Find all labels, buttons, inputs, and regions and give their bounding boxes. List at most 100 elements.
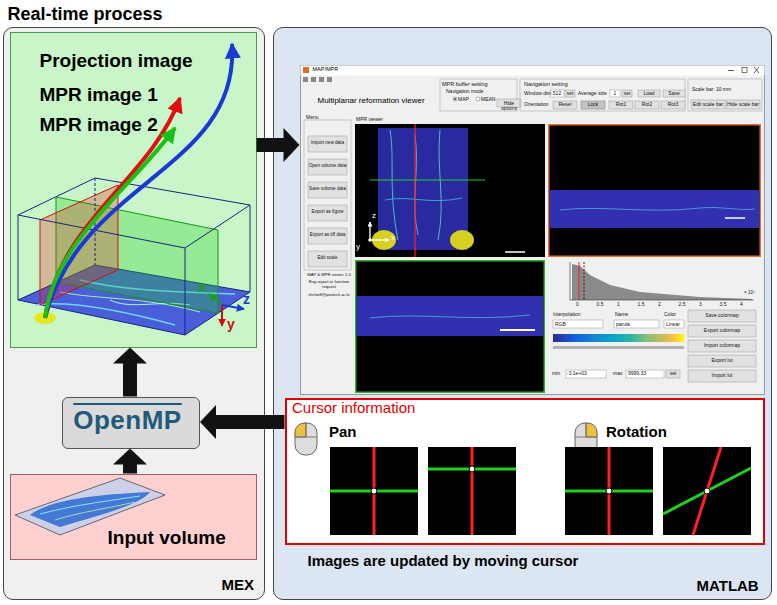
gui-window: MAP/MPRMultiplanar reformation viewer xyxy=(300,65,765,395)
svg-shape xyxy=(566,370,606,378)
svg-shape xyxy=(368,238,372,242)
svg-shape xyxy=(500,329,535,331)
svg-shape xyxy=(370,179,485,180)
node-text: MATLAB xyxy=(697,577,759,594)
svg-shape xyxy=(471,447,474,535)
cursor-box: Cursor informationPanRotation xyxy=(285,398,765,545)
svg-shape xyxy=(95,178,96,265)
svg-shape xyxy=(308,182,347,198)
svg-shape xyxy=(553,346,684,349)
gui-label: set xyxy=(622,91,632,97)
svg-shape xyxy=(45,98,180,318)
gui-label: Export colormap xyxy=(688,328,756,334)
gui-label: Reset xyxy=(553,102,577,108)
gui-label: Save colormap xyxy=(688,313,756,319)
svg-shape xyxy=(688,355,756,367)
gui-label: Color xyxy=(664,312,676,318)
gui-label: max xyxy=(613,371,622,377)
svg-shape xyxy=(304,120,351,270)
svg-shape xyxy=(549,125,761,257)
svg-shape xyxy=(553,101,577,109)
gui-label: Scale bar: 10 mm xyxy=(692,87,731,93)
output-panel: Projection imageMPR image 1MPR image 2 xyxy=(10,32,257,348)
svg-shape xyxy=(614,320,659,328)
svg-shape xyxy=(18,265,250,335)
axis-label: y xyxy=(227,316,235,332)
flow-arrow xyxy=(113,449,147,474)
gui-label: × 10⁴ xyxy=(744,290,755,295)
matlab-panel: Images are updated by moving cursorMATLA… xyxy=(273,27,772,600)
svg-shape xyxy=(609,101,633,109)
svg-shape xyxy=(390,130,398,240)
svg-shape xyxy=(295,423,306,437)
svg-shape xyxy=(319,77,324,82)
svg-shape xyxy=(185,248,186,335)
svg-shape xyxy=(308,159,347,175)
flow-arrow xyxy=(257,128,300,162)
gui-label: 512 xyxy=(550,91,564,97)
svg-shape xyxy=(688,310,756,322)
svg-shape xyxy=(438,130,441,240)
svg-shape xyxy=(80,280,235,294)
svg-shape xyxy=(40,185,118,305)
svg-shape xyxy=(295,423,317,455)
svg-shape xyxy=(373,447,376,535)
svg-shape xyxy=(688,370,756,382)
svg-shape xyxy=(250,205,251,292)
gui-screenshot xyxy=(301,66,765,393)
svg-shape xyxy=(56,197,218,313)
svg-shape xyxy=(414,124,415,257)
svg-shape xyxy=(553,320,603,328)
svg-shape xyxy=(15,478,165,535)
svg-shape xyxy=(704,488,710,494)
svg-shape xyxy=(369,222,370,240)
gui-label: Interpolation xyxy=(553,312,581,318)
gui-label: 9999.33 xyxy=(628,371,646,377)
svg-shape xyxy=(385,198,462,201)
svg-shape xyxy=(440,79,517,111)
svg-shape xyxy=(565,490,653,493)
node-text: MPR image 2 xyxy=(40,114,158,136)
svg-shape xyxy=(330,447,418,535)
svg-shape xyxy=(308,205,347,221)
gui-label: Navigation mode xyxy=(446,89,484,95)
svg-shape xyxy=(606,488,612,494)
gui-label: Menu xyxy=(306,115,319,121)
gui-label: Save volume data xyxy=(308,186,347,191)
svg-shape xyxy=(520,79,685,111)
svg-shape xyxy=(372,230,396,250)
svg-shape xyxy=(301,66,765,76)
gui-label: Rot2 xyxy=(635,102,659,108)
svg-shape xyxy=(469,466,475,472)
svg-shape xyxy=(586,423,597,437)
axis-label: z xyxy=(243,291,250,307)
svg-shape xyxy=(635,101,659,109)
svg-shape xyxy=(30,492,150,527)
tick-label: 0.5 xyxy=(597,302,604,308)
tick-label: 2 xyxy=(658,302,661,308)
gui-label: Orientation xyxy=(524,102,548,108)
gui-label: Hide options xyxy=(497,101,521,113)
node-text: MAP/MPR xyxy=(313,66,339,72)
gui-label: Export as tiff data xyxy=(308,232,347,237)
svg-shape xyxy=(18,178,250,248)
gui-label: Open volume data xyxy=(308,163,347,168)
gui-label: Export lut xyxy=(688,358,756,364)
svg-shape xyxy=(550,190,760,228)
gui-label: MEAN xyxy=(481,97,495,103)
svg-shape xyxy=(550,90,564,97)
svg-shape xyxy=(35,304,175,325)
tick-label: 4 xyxy=(740,302,743,308)
gui-label: MAP xyxy=(458,97,469,103)
svg-shape xyxy=(370,315,530,318)
svg-shape xyxy=(110,300,190,305)
node-text: Input volume xyxy=(108,527,226,549)
axis-label: x xyxy=(198,279,206,295)
svg-shape xyxy=(608,447,611,535)
svg-shape xyxy=(450,230,474,250)
svg-shape xyxy=(728,70,734,71)
svg-shape xyxy=(754,67,759,73)
node-text: MPR image 1 xyxy=(40,84,158,106)
svg-shape xyxy=(661,101,685,109)
